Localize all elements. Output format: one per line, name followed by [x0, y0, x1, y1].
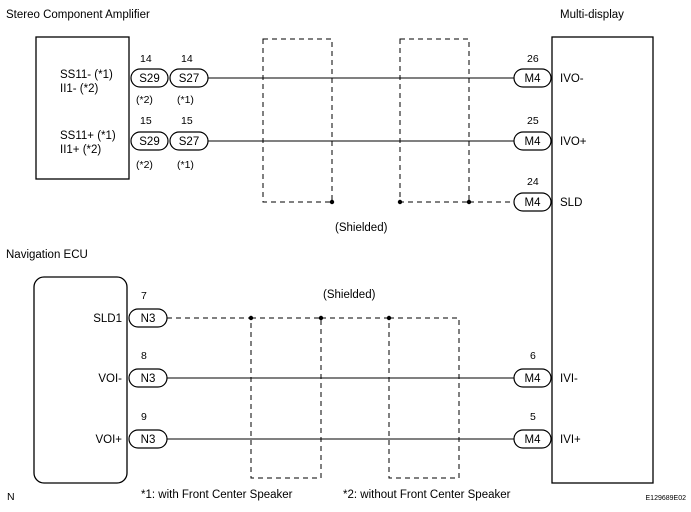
splice-point: [397, 199, 403, 205]
connector-code: S29: [139, 73, 159, 85]
shield-box: [399, 38, 470, 203]
connector-note: (*2): [136, 94, 153, 106]
connector-code: S27: [179, 73, 199, 85]
connector-m4: [513, 192, 552, 212]
connector-code: M4: [525, 434, 542, 446]
amp-pin-plus-label-1: SS11+ (*1): [60, 130, 116, 142]
amp-pin-number: 15: [181, 115, 193, 127]
connector-note: (*1): [177, 159, 194, 171]
shield-box: [262, 38, 333, 203]
nav-pin-number: 9: [141, 411, 147, 423]
connector-code: S29: [139, 136, 159, 148]
connector-s29: [130, 131, 169, 151]
amplifier-box: [35, 36, 130, 180]
nav-pin-number: 8: [141, 350, 147, 362]
display-pin-number: 26: [527, 53, 539, 65]
connector-code: M4: [525, 136, 542, 148]
splice-point: [386, 315, 392, 321]
display-pin-label: IVO-: [560, 73, 584, 85]
splice-point: [329, 199, 335, 205]
amp-pin-number: 14: [140, 53, 152, 65]
footnote-1: *1: with Front Center Speaker: [141, 489, 293, 501]
splice-point: [248, 315, 254, 321]
display-pin-label: IVI-: [560, 373, 578, 385]
amp-pin-minus-label-1: SS11- (*1): [60, 69, 113, 81]
shield-label: (Shielded): [335, 222, 388, 234]
nav-pin-label: VOI-: [98, 373, 122, 385]
figure-code: E129689E02: [646, 495, 687, 502]
connector-code: M4: [525, 73, 542, 85]
connector-code: S27: [179, 136, 199, 148]
connector-code: N3: [141, 434, 156, 446]
display-pin-number: 24: [527, 176, 539, 188]
amp-pin-plus-label-2: II1+ (*2): [60, 144, 101, 156]
amp-pin-minus-label-2: II1- (*2): [60, 83, 99, 95]
display-box: [551, 36, 654, 484]
nav-pin-label: SLD1: [93, 313, 122, 325]
connector-code: N3: [141, 313, 156, 325]
amp-pin-number: 14: [181, 53, 193, 65]
connector-s29: [130, 68, 169, 88]
connector-m4: [513, 68, 552, 88]
connector-code: M4: [525, 373, 542, 385]
connector-code: M4: [525, 197, 542, 209]
splice-point: [318, 315, 324, 321]
amplifier-title: Stereo Component Amplifier: [6, 9, 150, 21]
nav-title: Navigation ECU: [6, 249, 88, 261]
connector-m4: [513, 131, 552, 151]
shield-label: (Shielded): [323, 289, 376, 301]
nav-pin-number: 7: [141, 290, 147, 302]
connector-note: (*1): [177, 94, 194, 106]
footnote-2: *2: without Front Center Speaker: [343, 489, 511, 501]
display-pin-number: 25: [527, 115, 539, 127]
connector-note: (*2): [136, 159, 153, 171]
splice-point: [466, 199, 472, 205]
display-pin-number: 5: [530, 411, 536, 423]
nav-pin-label: VOI+: [95, 434, 122, 446]
connector-code: N3: [141, 373, 156, 385]
shield-box: [388, 317, 460, 479]
display-title: Multi-display: [560, 9, 624, 21]
display-pin-number: 6: [530, 350, 536, 362]
amp-pin-number: 15: [140, 115, 152, 127]
corner-mark: N: [7, 491, 15, 503]
shield-box: [250, 317, 322, 479]
display-pin-label: SLD: [560, 197, 582, 209]
display-pin-label: IVI+: [560, 434, 581, 446]
nav-box: [33, 276, 128, 484]
display-pin-label: IVO+: [560, 136, 587, 148]
